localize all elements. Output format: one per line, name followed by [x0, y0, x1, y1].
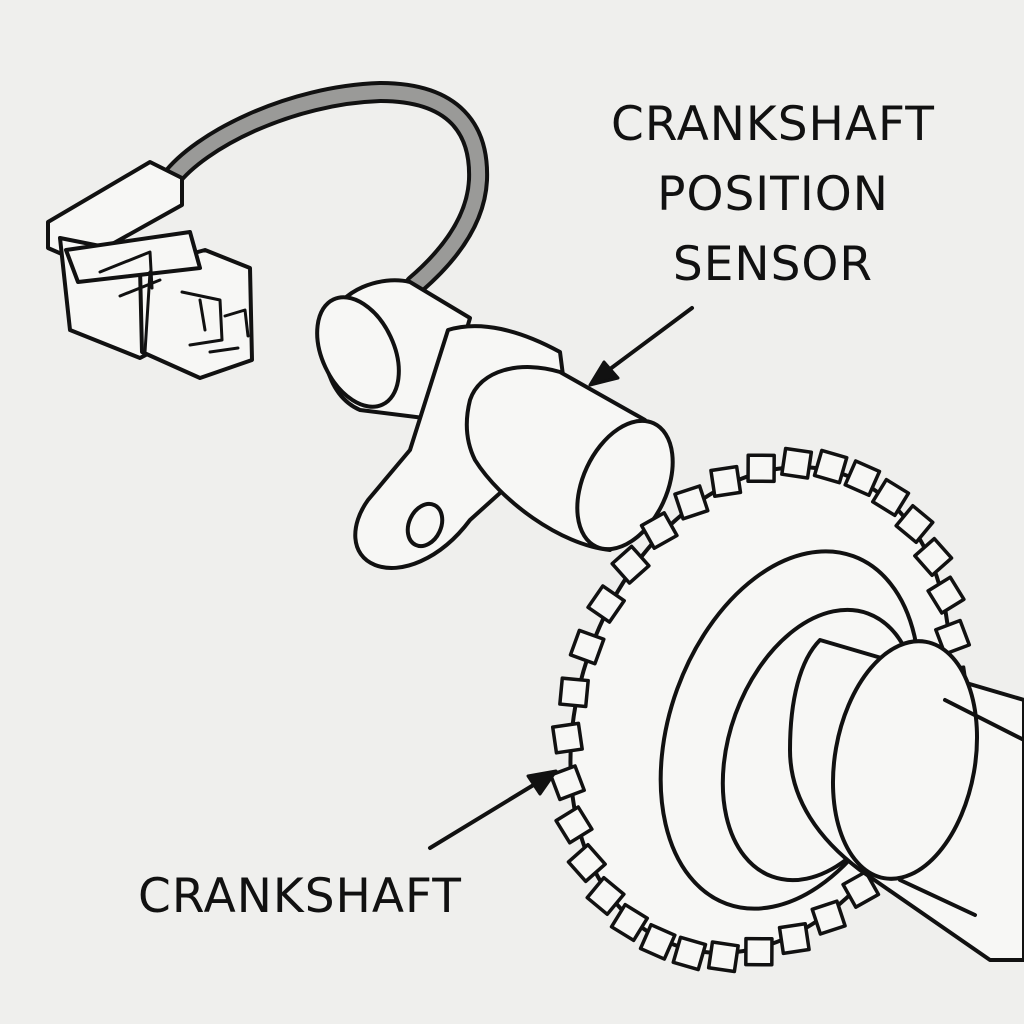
gear-tooth [585, 875, 626, 917]
gear-tooth [934, 618, 972, 656]
gear-tooth [913, 536, 954, 578]
gear-tooth [870, 477, 911, 518]
gear-tooth [709, 464, 743, 498]
gear-tooth [744, 936, 774, 967]
crankshaft-label: CRANKSHAFT [138, 869, 462, 924]
gear-tooth [609, 902, 650, 943]
gear-tooth [610, 544, 651, 585]
gear-tooth [673, 484, 710, 521]
gear-tooth [550, 721, 584, 755]
gear-tooth [638, 922, 677, 961]
gear-tooth [841, 870, 881, 909]
gear-tooth [780, 446, 814, 480]
electrical-connector [46, 160, 254, 380]
gear-tooth [810, 899, 847, 936]
crankshaft-leader-arrow [428, 769, 558, 850]
gear-tooth [812, 448, 849, 485]
gear-tooth [639, 511, 679, 550]
gear-tooth [894, 503, 935, 545]
crankshaft-shaft [788, 638, 1024, 962]
sensor-label-line-1: CRANKSHAFT [611, 97, 935, 152]
gear-tooth [558, 676, 590, 709]
crankshaft-position-sensor [315, 278, 675, 570]
gear-tooth [554, 805, 594, 845]
gear-tooth [926, 575, 966, 615]
gear-tooth [843, 459, 882, 498]
gear-tooth [566, 842, 607, 884]
gear-tooth [586, 584, 626, 624]
sensor-label: CRANKSHAFT POSITION SENSOR [548, 90, 998, 300]
sensor-label-line-3: SENSOR [672, 237, 874, 292]
gear-tooth [706, 940, 740, 974]
sensor-cable [159, 80, 490, 296]
gear-tooth [746, 453, 776, 484]
sensor-leader-arrow [588, 306, 694, 387]
gear-tooth [671, 935, 708, 972]
gear-tooth [548, 764, 586, 802]
sensor-label-line-2: POSITION [657, 167, 889, 222]
gear-tooth [568, 628, 606, 666]
gear-tooth [777, 922, 811, 956]
